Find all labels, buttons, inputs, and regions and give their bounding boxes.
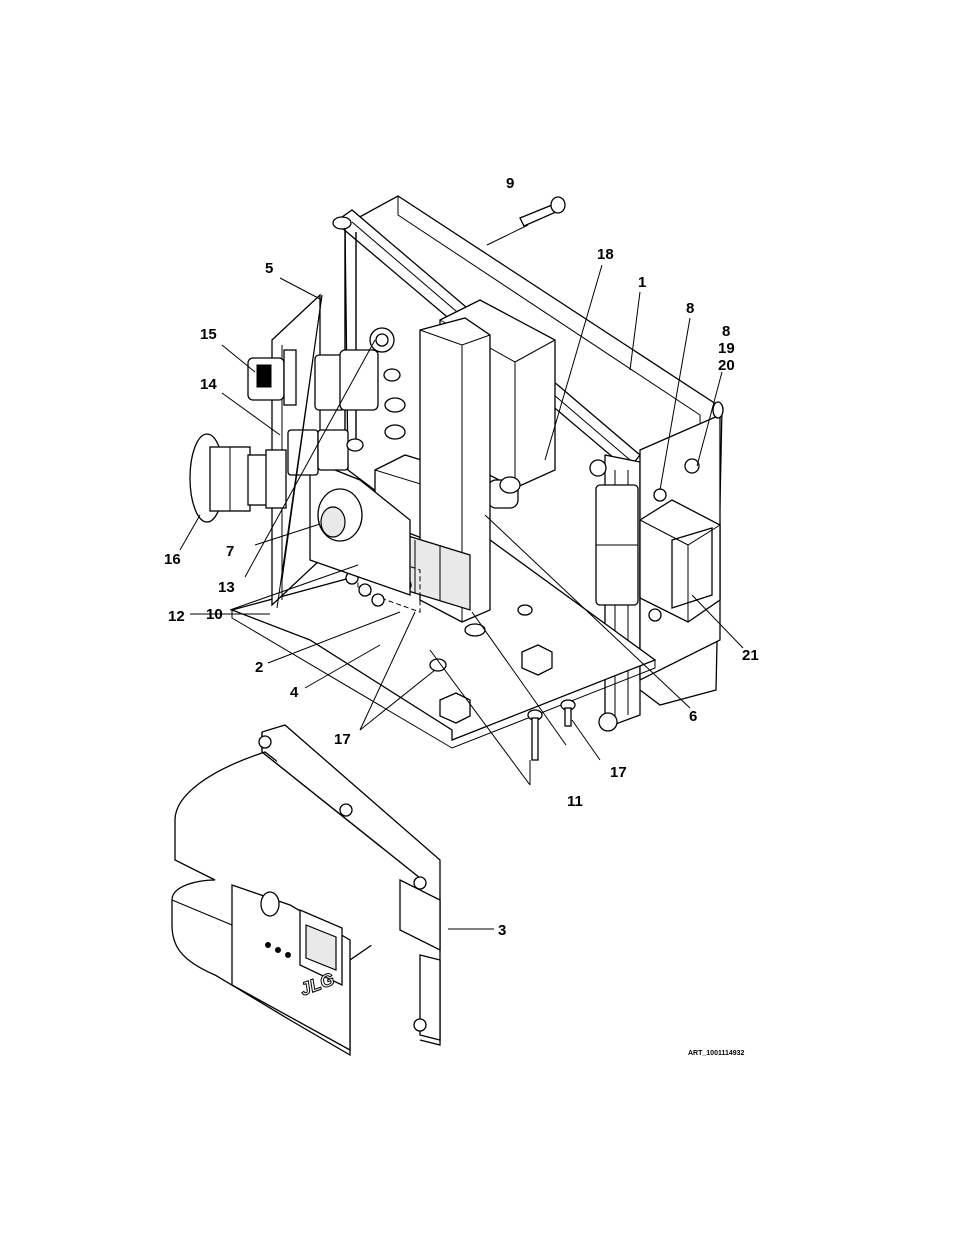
screw-part-9: [520, 197, 565, 226]
callout-8-group: 8: [722, 323, 730, 340]
callout-21: 21: [742, 647, 759, 664]
indicator-part-13: [370, 328, 394, 352]
right-rail: [590, 455, 640, 731]
callout-5: 5: [265, 260, 273, 277]
callout-18: 18: [597, 246, 614, 263]
callout-3: 3: [498, 922, 506, 939]
callout-11: 11: [567, 793, 583, 810]
callout-15: 15: [200, 326, 217, 343]
callout-7: 7: [226, 543, 234, 560]
callout-4: 4: [290, 684, 299, 701]
push-button-part-7: [318, 489, 362, 541]
callout-1: 1: [638, 274, 646, 291]
callout-10-text: 10: [206, 606, 223, 623]
callout-17-left: 17: [334, 731, 351, 748]
callout-19: 19: [718, 340, 735, 357]
callout-14: 14: [200, 376, 217, 393]
callout-6: 6: [689, 708, 697, 725]
callout-20: 20: [718, 357, 735, 374]
callout-12: 12: [168, 608, 185, 625]
callout-9: 9: [506, 175, 514, 192]
callout-17-right: 17: [610, 764, 627, 781]
art-id: ART_1001114932: [688, 1050, 745, 1057]
callout-8: 8: [686, 300, 694, 317]
callout-16: 16: [164, 551, 181, 568]
cover-part-3: JLG: [172, 725, 440, 1055]
callout-13: 13: [218, 579, 235, 596]
callout-2: 2: [255, 659, 263, 676]
connector-housing-part-21: [640, 500, 720, 622]
key-switch-part-15: [248, 350, 296, 405]
